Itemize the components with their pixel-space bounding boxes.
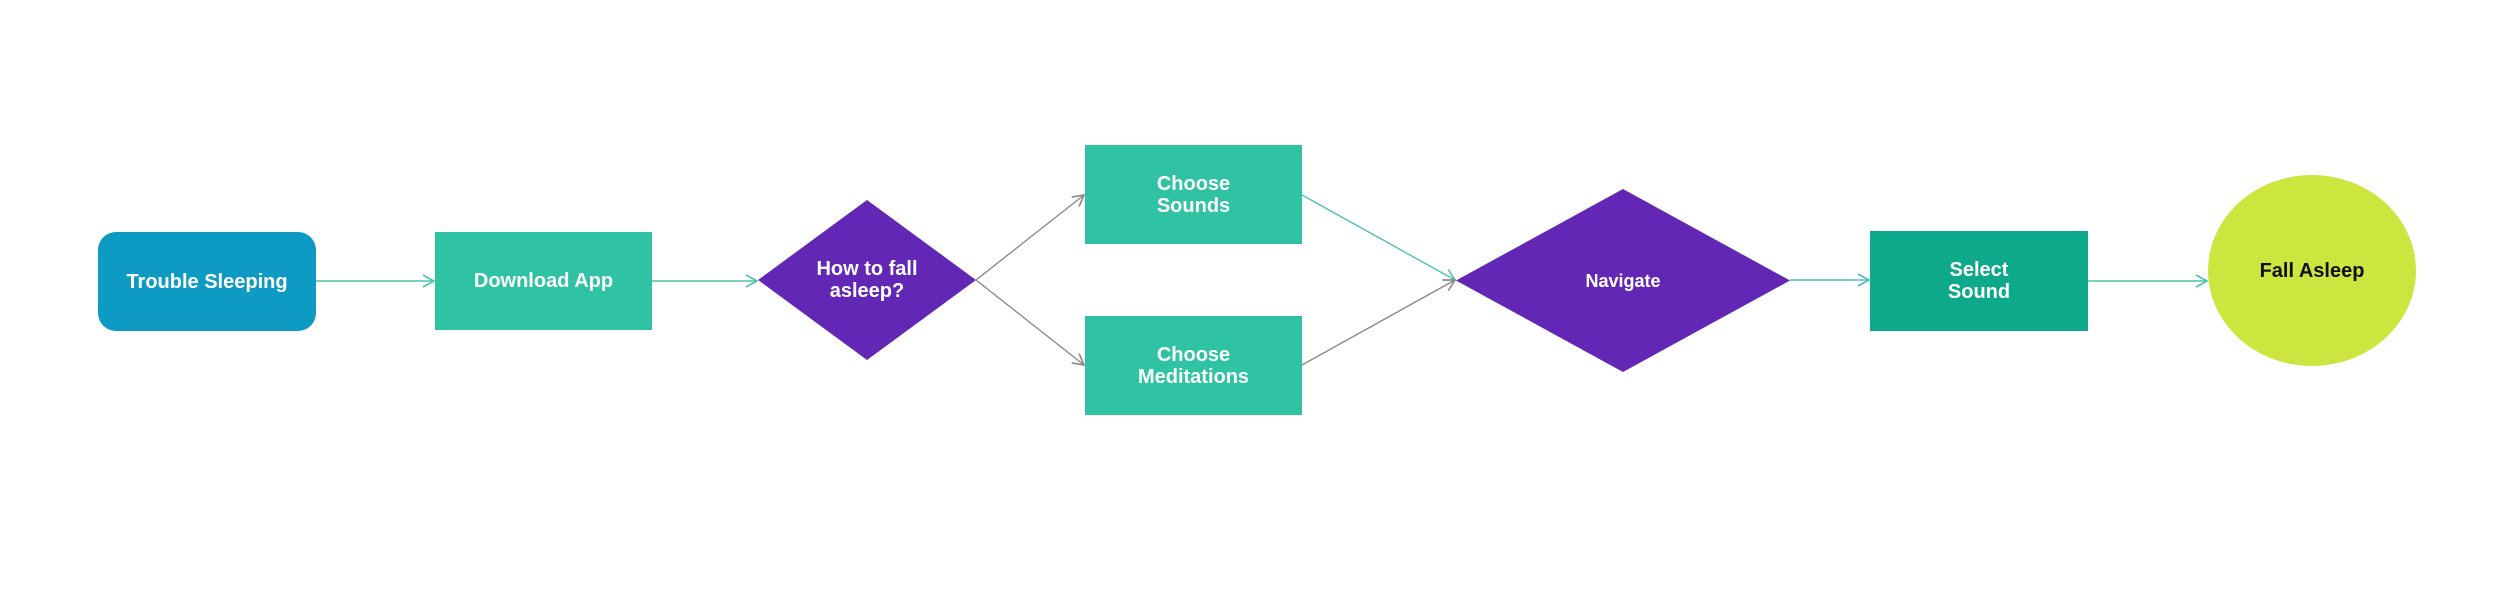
edge-sounds-to-navigate — [1301, 194, 1457, 281]
node-choose-sounds[interactable]: Choose Sounds — [1085, 145, 1302, 244]
node-trouble-sleeping-label: Trouble Sleeping — [126, 270, 288, 293]
node-download-app-label: Download App — [473, 270, 614, 292]
node-choose-meditations-label: Choose Meditations — [1137, 343, 1250, 388]
node-download-app[interactable]: Download App — [435, 232, 652, 330]
edge-meditations-to-navigate — [1301, 279, 1457, 366]
decision-navigate[interactable]: Navigate — [1456, 189, 1790, 372]
decision-how-to-fall-asleep-label: How to fall asleep? — [816, 258, 918, 302]
node-choose-sounds-label: Choose Sounds — [1156, 172, 1231, 217]
edge-how-to-meditations — [975, 279, 1086, 367]
navigate-diamond-shape — [1456, 189, 1790, 372]
end-fall-asleep[interactable]: Fall Asleep — [2208, 175, 2416, 366]
node-trouble-sleeping[interactable]: Trouble Sleeping — [98, 232, 316, 331]
edge-how-to-sounds — [975, 193, 1086, 281]
decision-navigate-label: Navigate — [1585, 270, 1661, 291]
node-choose-meditations[interactable]: Choose Meditations — [1085, 316, 1302, 415]
decision-diamond-shape — [758, 200, 976, 360]
node-select-sound-label: Select Sound — [1947, 259, 2011, 303]
decision-how-to-fall-asleep[interactable]: How to fall asleep? — [758, 200, 976, 360]
end-fall-asleep-label: Fall Asleep — [2259, 259, 2365, 282]
node-select-sound[interactable]: Select Sound — [1870, 231, 2088, 331]
